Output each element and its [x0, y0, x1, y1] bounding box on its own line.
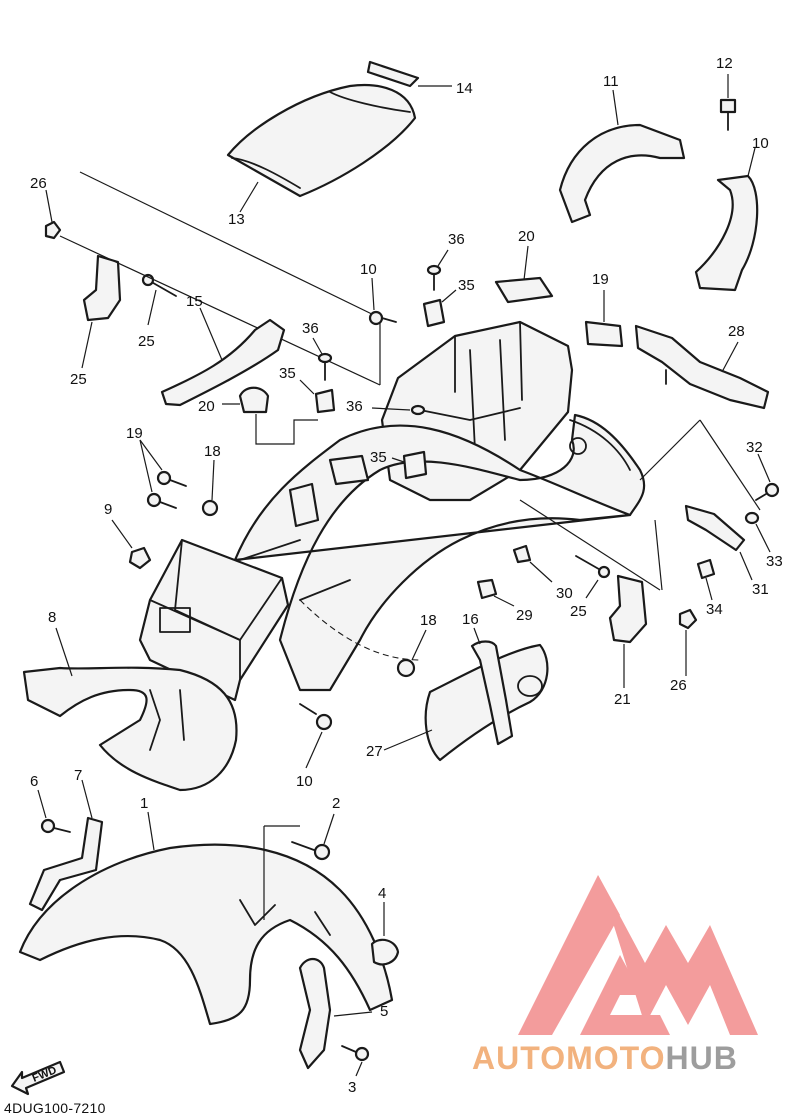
callout-9: 9: [104, 501, 112, 518]
logo-word-part2: HUB: [665, 1040, 738, 1076]
callout-25-upper: 25: [138, 333, 155, 350]
automotohub-logo: [518, 875, 758, 1035]
callout-31: 31: [752, 581, 769, 598]
callout-35-b: 35: [279, 365, 296, 382]
callout-24: 25: [70, 371, 87, 388]
part-7-stay: [28, 779, 104, 912]
callout-17: 16: [462, 611, 479, 628]
callout-21: 19: [592, 271, 609, 288]
rear-fender-assembly: [138, 320, 663, 702]
callout-33: 33: [766, 553, 783, 570]
part-8-inner-fender: [22, 627, 238, 792]
callout-26-upper: 26: [30, 175, 47, 192]
part-19-bolts: [139, 439, 187, 509]
part-13-bolt: [719, 74, 737, 131]
logo-word-part1: AUTOMOTO: [472, 1040, 666, 1076]
logo-wordmark: AUTOMOTOHUB: [472, 1040, 738, 1077]
callout-12: 11: [603, 73, 619, 90]
callout-22: 20: [518, 228, 535, 245]
callout-32: 32: [746, 439, 763, 456]
callout-28: 28: [728, 323, 745, 340]
part-30-collar: [512, 544, 553, 583]
part-36-screw-b: [312, 337, 333, 381]
part-28-bracket: [634, 324, 770, 511]
callout-14: 13: [228, 211, 245, 228]
part-29-nut: [476, 578, 515, 607]
callout-26-lower: 26: [670, 677, 687, 694]
part-9-nut: [111, 519, 152, 570]
part-11-grab-bar: [694, 147, 759, 292]
callout-15: 14: [456, 80, 473, 97]
callout-27: 27: [366, 743, 383, 760]
part-10-bolt-lower: [299, 703, 333, 769]
callout-25-lower: 25: [570, 603, 587, 620]
callout-11: 10: [752, 135, 769, 152]
part-23-bracket: [608, 574, 648, 688]
callout-34: 34: [706, 601, 723, 618]
part-1-front-fender: [18, 811, 394, 1026]
callout-2: 2: [332, 795, 340, 812]
callout-6: 6: [30, 773, 38, 790]
fwd-label: FWD: [31, 1064, 59, 1085]
callout-4: 4: [378, 885, 386, 902]
part-6-bolt: [37, 789, 71, 834]
callout-8: 8: [48, 609, 56, 626]
part-4-grommet: [370, 902, 400, 966]
callout-19: 19: [126, 425, 143, 442]
part-35-clip-b: [299, 379, 336, 414]
callout-36-c: 36: [346, 398, 363, 415]
callout-1: 1: [140, 795, 148, 812]
callout-36-b: 36: [302, 320, 319, 337]
logo-triangle-icon: [518, 875, 758, 1035]
part-36-screw-c: [371, 404, 426, 416]
part-36-screw-a: [426, 249, 449, 291]
callout-35-a: 35: [458, 277, 475, 294]
diagram-code: 4DUG100-7210: [4, 1100, 106, 1116]
part-26-nut-upper: [44, 189, 62, 240]
callout-10-lower: 10: [296, 773, 313, 790]
part-20-clip: [222, 386, 318, 445]
part-18-grommet-lower: [396, 629, 427, 678]
fwd-arrow-icon: FWD: [10, 1060, 66, 1096]
part-31-plate: [684, 504, 753, 581]
part-17-band: [470, 627, 514, 746]
part-25-bolt-lower: [575, 555, 611, 599]
callout-23: 21: [614, 691, 631, 708]
part-14-cover: [226, 84, 417, 213]
part-35-clip-a: [422, 289, 457, 328]
callout-18-lower: 18: [420, 612, 437, 629]
part-22-pad: [494, 245, 554, 304]
callout-5: 5: [380, 1003, 388, 1020]
part-27-tool-bag: [383, 643, 549, 762]
part-32-bolt: [755, 453, 780, 501]
part-26-nut-lower: [678, 608, 698, 676]
callout-36-a: 36: [448, 231, 465, 248]
callout-16: 15: [186, 293, 203, 310]
part-3-bolt: [341, 1045, 370, 1077]
callout-29: 29: [516, 607, 533, 624]
part-34-nut: [696, 558, 716, 601]
part-15-tag: [366, 60, 452, 88]
part-18-grommet-upper: [201, 459, 219, 517]
part-33-washer: [744, 511, 771, 553]
callout-10-upper: 10: [360, 261, 377, 278]
part-10-bolt-upper: [368, 277, 397, 326]
callout-13: 12: [716, 55, 733, 72]
callout-30: 30: [556, 585, 573, 602]
part-21-pad: [584, 290, 624, 348]
callout-18-upper: 18: [204, 443, 221, 460]
callout-20: 20: [198, 398, 215, 415]
part-24-bracket: [81, 254, 122, 369]
part-35-clip-c: [391, 450, 428, 480]
part-16-strap: [160, 307, 286, 407]
callout-7: 7: [74, 767, 82, 784]
part-5-bracket: [298, 957, 373, 1070]
callout-labels: 14 13 11 12 10 26 25 25 15 10 36 35 20 1…: [30, 55, 783, 1096]
callout-35-c: 35: [370, 449, 387, 466]
part-2-bolt: [291, 813, 335, 861]
part-12-grab-handle: [558, 89, 686, 224]
callout-3: 3: [348, 1079, 356, 1096]
